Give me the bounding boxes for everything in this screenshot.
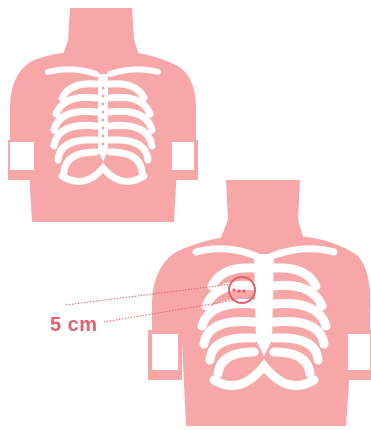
lower-left-arm-cuff xyxy=(152,334,178,370)
lower-neck xyxy=(220,180,304,240)
upper-neck xyxy=(62,8,140,58)
measurement-label: 5 cm xyxy=(50,313,98,337)
upper-left-arm-cuff xyxy=(10,142,34,170)
upper-torso-figure xyxy=(8,8,198,222)
upper-right-arm-cuff xyxy=(172,142,194,170)
lower-right-arm-cuff xyxy=(348,334,370,370)
